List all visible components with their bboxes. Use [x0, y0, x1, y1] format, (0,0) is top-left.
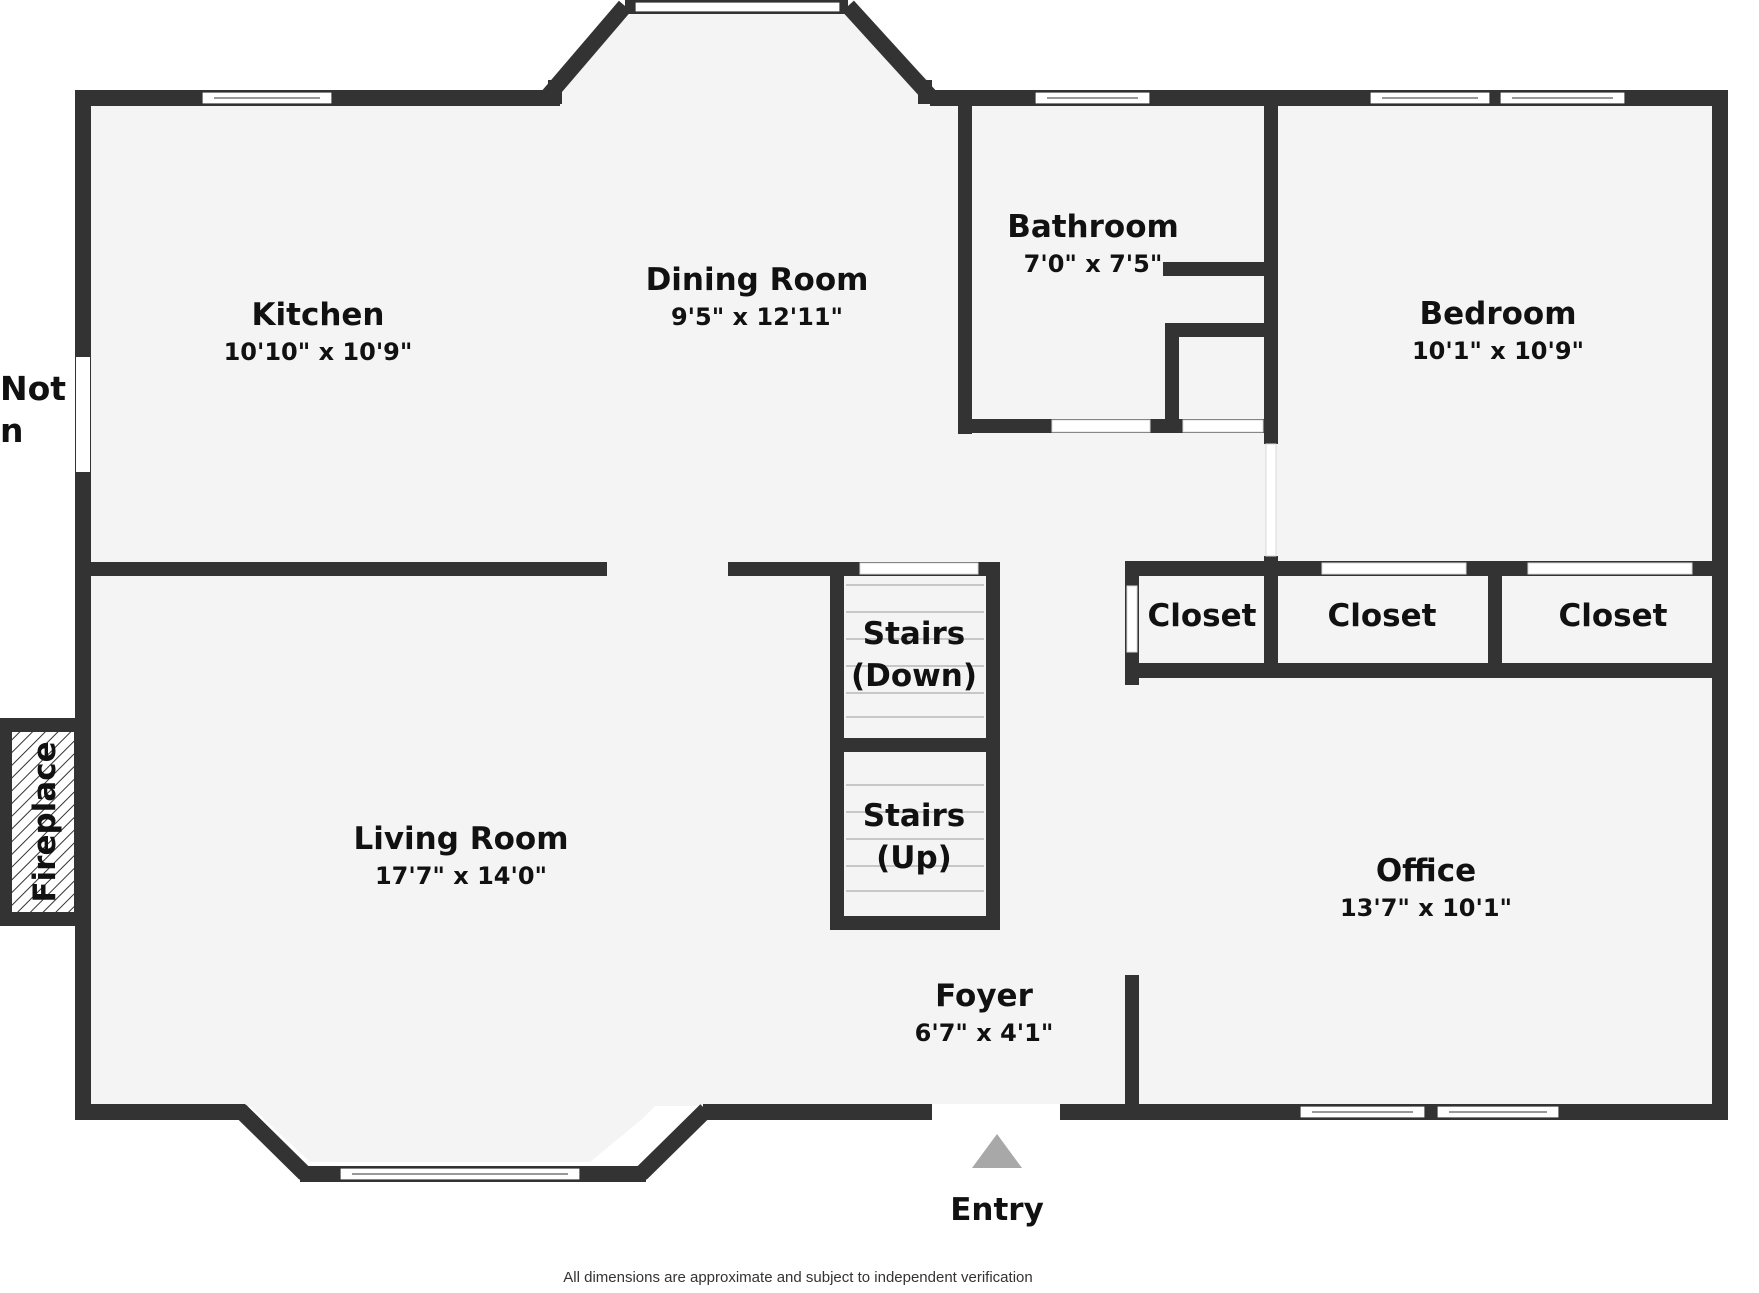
dining-room-dim: 9'5" x 12'11": [671, 303, 843, 331]
interior-openings: [859, 419, 1693, 653]
closet-2-name: Closet: [1328, 598, 1437, 634]
stairs-down-line2: (Down): [851, 658, 977, 694]
entry-label: Entry: [950, 1192, 1044, 1228]
fireplace: [0, 718, 82, 926]
stairs-up-line2: (Up): [876, 840, 952, 876]
not-label-line2: n: [0, 411, 24, 450]
entry-arrow: [972, 1134, 1022, 1168]
bedroom-dim: 10'1" x 10'9": [1412, 337, 1584, 365]
bathroom-dim: 7'0" x 7'5": [1024, 250, 1163, 278]
living-room-name: Living Room: [353, 821, 568, 857]
living-room-dim: 17'7" x 14'0": [375, 862, 547, 890]
kitchen-dim: 10'10" x 10'9": [224, 338, 413, 366]
kitchen-name: Kitchen: [251, 297, 384, 333]
closet-3-name: Closet: [1559, 598, 1668, 634]
windows: [76, 1, 1626, 1181]
stairs-down-line1: Stairs: [863, 616, 965, 652]
fireplace-label: Fireplace: [27, 741, 63, 902]
office-name: Office: [1376, 853, 1476, 889]
dining-room-name: Dining Room: [646, 262, 869, 298]
closet-1-name: Closet: [1148, 598, 1257, 634]
floor-area: [81, 10, 1712, 1162]
foyer-name: Foyer: [935, 978, 1033, 1014]
stair-treads: [846, 584, 984, 892]
stairs-up-line1: Stairs: [863, 798, 965, 834]
bedroom-name: Bedroom: [1419, 296, 1576, 332]
bathroom-name: Bathroom: [1007, 209, 1179, 245]
foyer-dim: 6'7" x 4'1": [915, 1019, 1054, 1047]
office-dim: 13'7" x 10'1": [1340, 894, 1512, 922]
footnote: All dimensions are approximate and subje…: [563, 1269, 1032, 1286]
not-label-line1: Not: [0, 369, 66, 408]
